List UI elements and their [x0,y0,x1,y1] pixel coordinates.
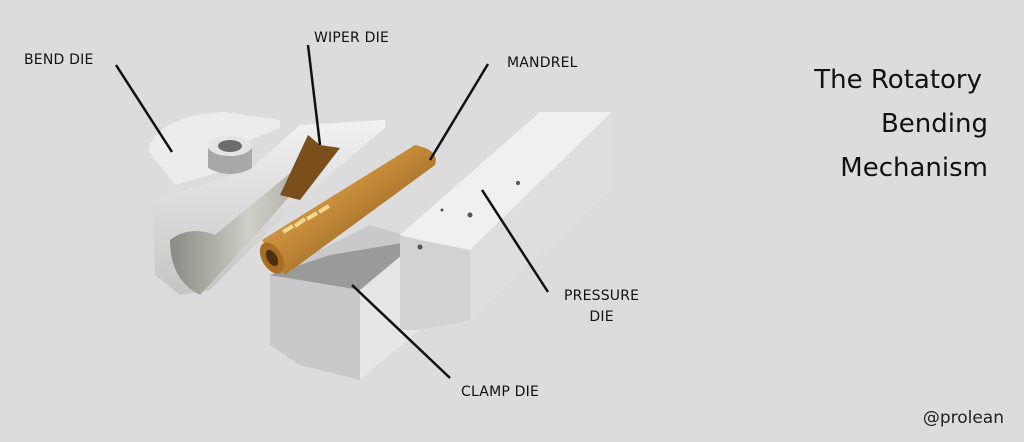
wiper-die-leader [306,44,322,146]
author-handle: @prolean [922,408,1004,428]
pressure-die-label-line2: DIE [589,309,614,325]
wiper-die [280,135,340,200]
clamp-die [270,225,420,380]
mandrel [259,145,436,275]
clamp-die-label: CLAMP DIE [461,384,540,400]
wiper-die-label: WIPER DIE [314,30,389,46]
mandrel-label: MANDREL [507,55,578,71]
pressure-die-label: PRESSURE DIE [564,286,639,328]
page-title: The Rotatory Bending Mechanism [814,58,988,190]
title-line-2: Bending [880,109,988,139]
pressure-die-label-line1: PRESSURE [564,288,640,304]
pressure-die-leader [480,189,550,293]
mandrel-leader [428,63,490,161]
title-line-1: The Rotatory [814,65,982,95]
bend-die-leader [114,64,174,153]
bend-die-label: BEND DIE [24,52,94,68]
title-line-3: Mechanism [840,153,988,183]
clamp-die-leader [351,284,451,379]
pressure-die [400,112,612,330]
